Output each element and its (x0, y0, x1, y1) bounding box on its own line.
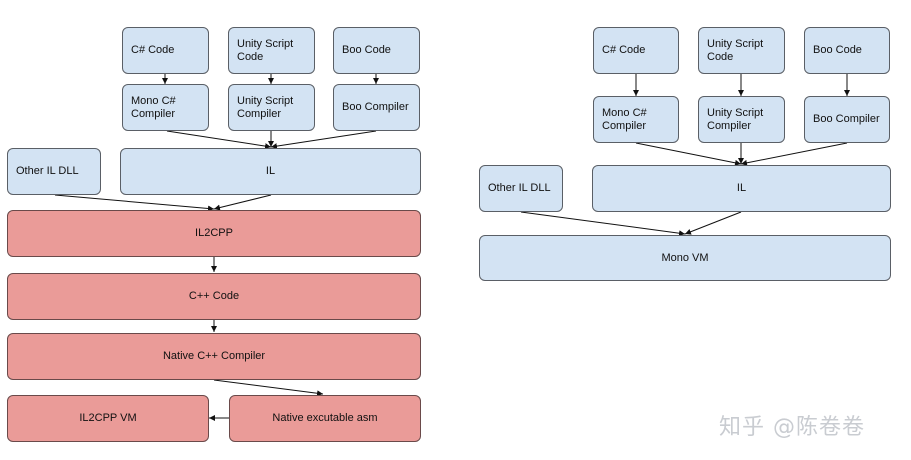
right-mono-cs-compiler-label: Mono C# Compiler (602, 107, 647, 132)
boo-code-label: Boo Code (342, 44, 391, 57)
edge-boo-compiler-to-il (270, 130, 377, 150)
il-label: IL (265, 165, 276, 178)
boo-compiler-box: Boo Compiler (333, 84, 420, 131)
right-mono-cs-compiler-box: Mono C# Compiler (593, 96, 679, 143)
edge-native-compiler-to-native-asm (213, 379, 324, 397)
watermark-text: 知乎 @陈卷卷 (719, 415, 865, 440)
edge-other-il-dll-to-il2cpp (54, 194, 215, 212)
right-il-box: IL (592, 165, 891, 212)
right-unity-script-code-label: Unity Script Code (707, 38, 764, 63)
right-cs-code-label: C# Code (602, 44, 646, 57)
il2cpp-box: IL2CPP (7, 210, 421, 257)
edge-right-boo-compiler-to-il (740, 142, 848, 166)
cs-code-label: C# Code (131, 44, 175, 57)
right-boo-compiler-label: Boo Compiler (813, 113, 880, 126)
cpp-code-label: C++ Code (188, 290, 240, 303)
right-unity-script-code-box: Unity Script Code (698, 27, 785, 74)
il2cpp-vm-box: IL2CPP VM (7, 395, 209, 442)
mono-cs-compiler-box: Mono C# Compiler (122, 84, 209, 131)
edge-right-other-il-dll-to-mono-vm (520, 211, 686, 237)
other-il-dll-box: Other IL DLL (7, 148, 101, 195)
right-il-label: IL (736, 182, 747, 195)
mono-cs-compiler-label: Mono C# Compiler (131, 95, 176, 120)
right-other-il-dll-label: Other IL DLL (488, 182, 551, 195)
other-il-dll-label: Other IL DLL (16, 165, 79, 178)
unity-script-code-box: Unity Script Code (228, 27, 315, 74)
right-unity-script-compiler-box: Unity Script Compiler (698, 96, 785, 143)
cs-code-box: C# Code (122, 27, 209, 74)
il2cpp-label: IL2CPP (195, 227, 233, 240)
edge-right-il-to-mono-vm (684, 211, 742, 235)
native-executable-asm-label: Native excutable asm (272, 412, 378, 425)
unity-script-compiler-label: Unity Script Compiler (237, 95, 294, 120)
mono-vm-label: Mono VM (661, 251, 709, 264)
unity-script-code-label: Unity Script Code (237, 38, 294, 63)
right-other-il-dll-box: Other IL DLL (479, 165, 563, 212)
cpp-code-box: C++ Code (7, 273, 421, 320)
right-boo-compiler-box: Boo Compiler (804, 96, 890, 143)
edge-mono-compiler-to-il (166, 130, 272, 150)
right-boo-code-label: Boo Code (813, 44, 862, 57)
native-executable-asm-box: Native excutable asm (229, 395, 421, 442)
edge-il-to-il2cpp (213, 194, 272, 211)
il-box: IL (120, 148, 421, 195)
right-boo-code-box: Boo Code (804, 27, 890, 74)
il2cpp-vm-label: IL2CPP VM (79, 412, 137, 425)
edge-right-mono-compiler-to-il (635, 142, 742, 166)
native-cpp-compiler-label: Native C++ Compiler (162, 350, 266, 363)
unity-script-compiler-box: Unity Script Compiler (228, 84, 315, 131)
mono-vm-box: Mono VM (479, 235, 891, 281)
right-cs-code-box: C# Code (593, 27, 679, 74)
boo-compiler-label: Boo Compiler (342, 101, 409, 114)
boo-code-box: Boo Code (333, 27, 420, 74)
native-cpp-compiler-box: Native C++ Compiler (7, 333, 421, 380)
right-unity-script-compiler-label: Unity Script Compiler (707, 107, 764, 132)
